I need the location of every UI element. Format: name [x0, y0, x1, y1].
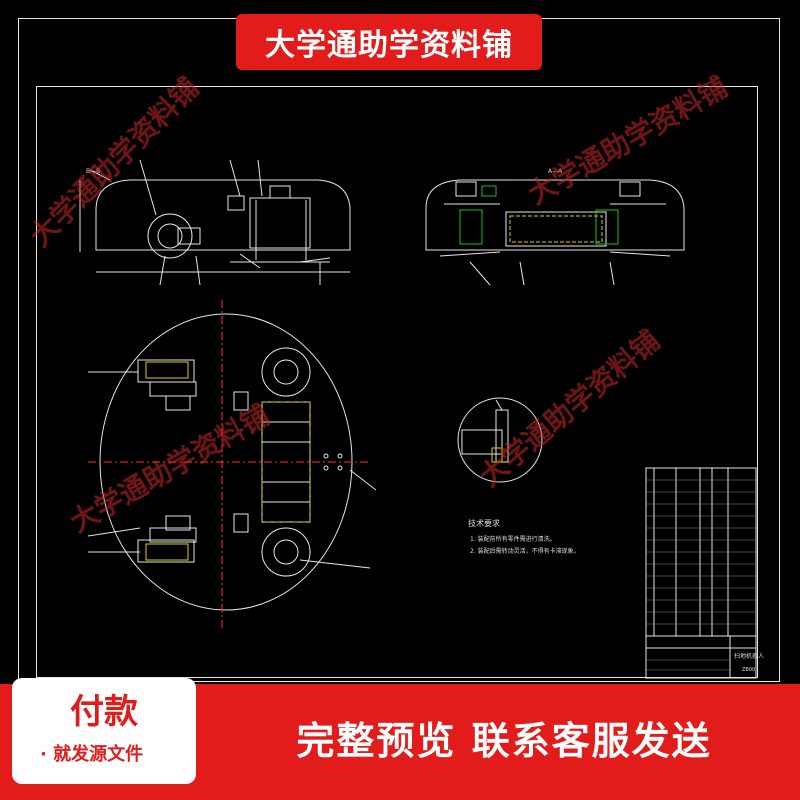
- plan-view: [87, 300, 377, 630]
- section-label-left: B—B: [86, 168, 101, 175]
- tech-requirement-line-1: 1. 装配前所有零件需进行清洗。: [470, 536, 556, 543]
- detail-view: [457, 397, 543, 483]
- tech-requirement-line-2: 2. 装配后需转动灵活，不得有卡滞现象。: [470, 548, 580, 555]
- pay-subtitle: · 就发源文件: [40, 744, 144, 765]
- pay-button[interactable]: 付款 · 就发源文件: [12, 678, 196, 784]
- colored-parts: [145, 185, 619, 561]
- shop-banner: 大学通助学资料铺: [236, 14, 542, 70]
- left-section-view: [79, 159, 351, 286]
- right-section-view: [425, 179, 685, 286]
- title-block-code: ZB00: [742, 667, 756, 673]
- title-block-name: 扫地机器人: [734, 653, 765, 660]
- drawing-inner-border: [36, 86, 758, 678]
- pay-title: 付款: [70, 692, 138, 732]
- title-block: [645, 467, 757, 679]
- title-block-rows: [646, 479, 756, 671]
- tech-requirements-title: 技术要求: [468, 519, 500, 528]
- preview-contact-text: 完整预览 联系客服发送: [296, 719, 712, 763]
- section-label-right: A—A: [548, 168, 563, 175]
